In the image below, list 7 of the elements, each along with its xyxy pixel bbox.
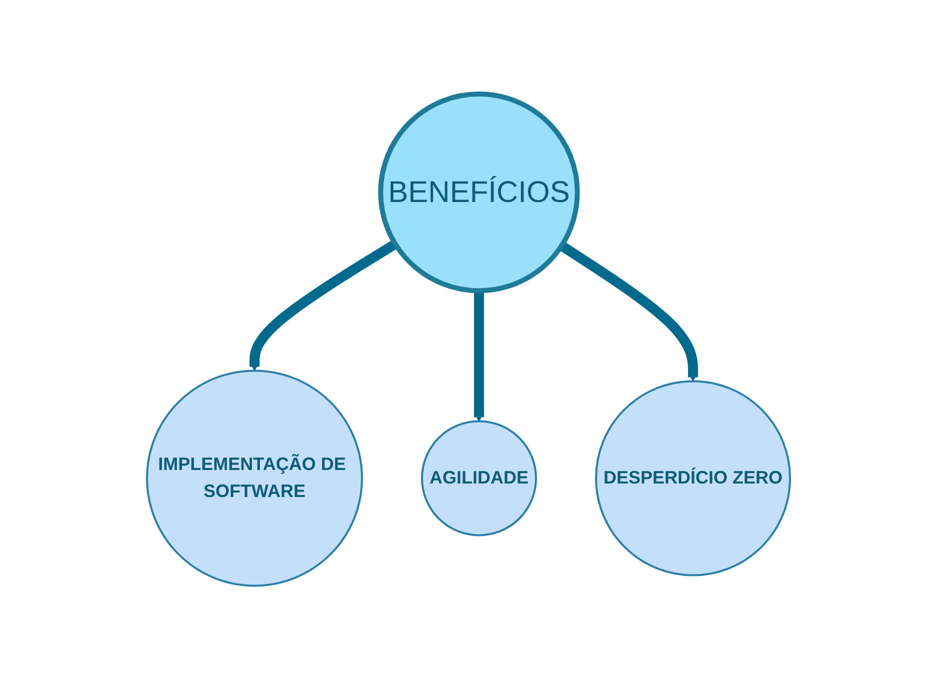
arrow bbox=[250, 240, 398, 372]
node-circle: IMPLEMENTAÇÃO DE SOFTWARE bbox=[146, 370, 364, 587]
arrow bbox=[474, 290, 484, 422]
node-circle: DESPERDÍCIO ZERO bbox=[595, 380, 792, 576]
node-circle: AGILIDADE bbox=[421, 420, 538, 536]
arrow bbox=[559, 242, 698, 382]
node-circle: BENEFÍCIOS bbox=[378, 92, 580, 294]
